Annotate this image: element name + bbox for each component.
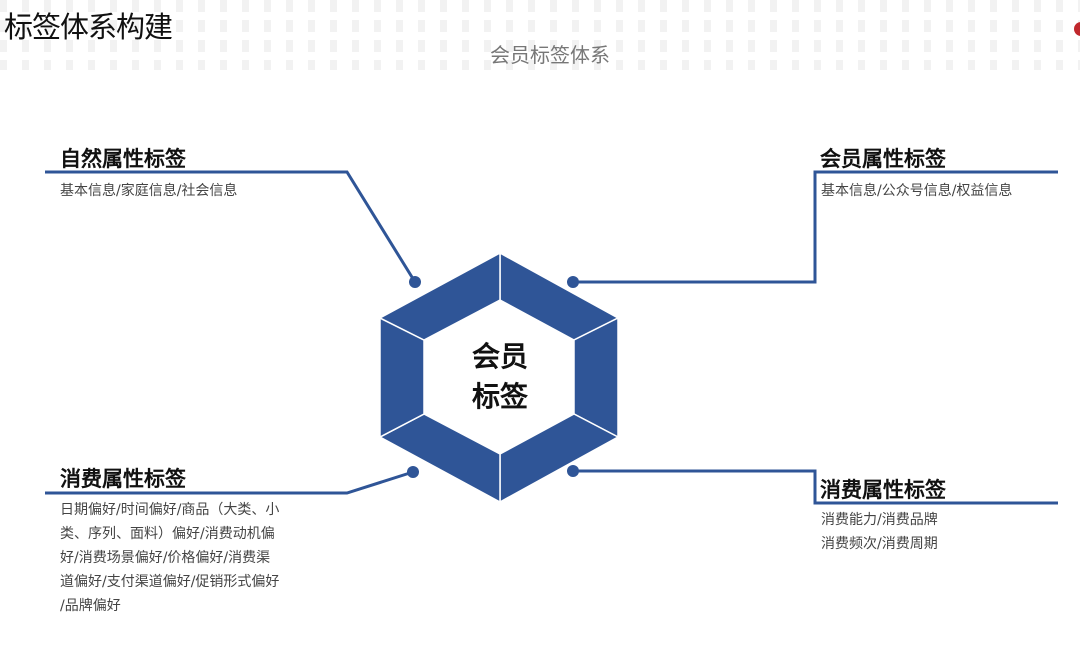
desc-line: 好/消费场景偏好/价格偏好/消费渠 <box>60 550 271 566</box>
connector-dot <box>567 276 579 288</box>
connector-top-left <box>45 170 417 283</box>
group-heading-natural: 自然属性标签 <box>60 147 186 171</box>
page-title: 标签体系构建 <box>4 10 173 44</box>
center-line1: 会员 <box>471 340 528 373</box>
desc-line: 消费能力/消费品牌 <box>821 512 938 528</box>
connector-dot <box>567 465 579 477</box>
group-desc-consumption-right: 消费能力/消费品牌 消费频次/消费周期 <box>821 508 938 556</box>
center-line2: 标签 <box>471 380 528 413</box>
brand-dot <box>1074 22 1080 36</box>
group-heading-consumption-right: 消费属性标签 <box>820 478 946 502</box>
connector-bottom-right <box>573 469 1058 505</box>
group-heading-consumption-left: 消费属性标签 <box>60 467 186 491</box>
background-pattern <box>0 0 1080 70</box>
desc-line: 消费频次/消费周期 <box>821 536 938 552</box>
desc-line: 基本信息/家庭信息/社会信息 <box>60 183 238 199</box>
desc-line: 基本信息/公众号信息/权益信息 <box>821 183 1013 199</box>
diagram-subtitle: 会员标签体系 <box>490 43 610 67</box>
connector-dot <box>407 466 419 478</box>
center-label: 会员 标签 <box>450 337 550 417</box>
group-heading-member: 会员属性标签 <box>820 147 946 171</box>
desc-line: 日期偏好/时间偏好/商品（大类、小 <box>60 502 280 518</box>
hex-segment <box>499 413 620 504</box>
desc-line: 类、序列、面料）偏好/消费动机偏 <box>60 526 275 542</box>
group-desc-consumption-left: 日期偏好/时间偏好/商品（大类、小 类、序列、面料）偏好/消费动机偏 好/消费场… <box>60 498 279 618</box>
group-desc-natural: 基本信息/家庭信息/社会信息 <box>60 179 237 203</box>
connector-bottom-left <box>45 470 414 495</box>
hex-segment <box>378 251 501 341</box>
desc-line: /品牌偏好 <box>60 598 121 614</box>
connector-top-right <box>573 170 1058 284</box>
group-desc-member: 基本信息/公众号信息/权益信息 <box>821 179 1012 203</box>
connector-dot <box>409 276 421 288</box>
hexagon-ring <box>378 251 620 504</box>
desc-line: 道偏好/支付渠道偏好/促销形式偏好 <box>60 574 280 590</box>
